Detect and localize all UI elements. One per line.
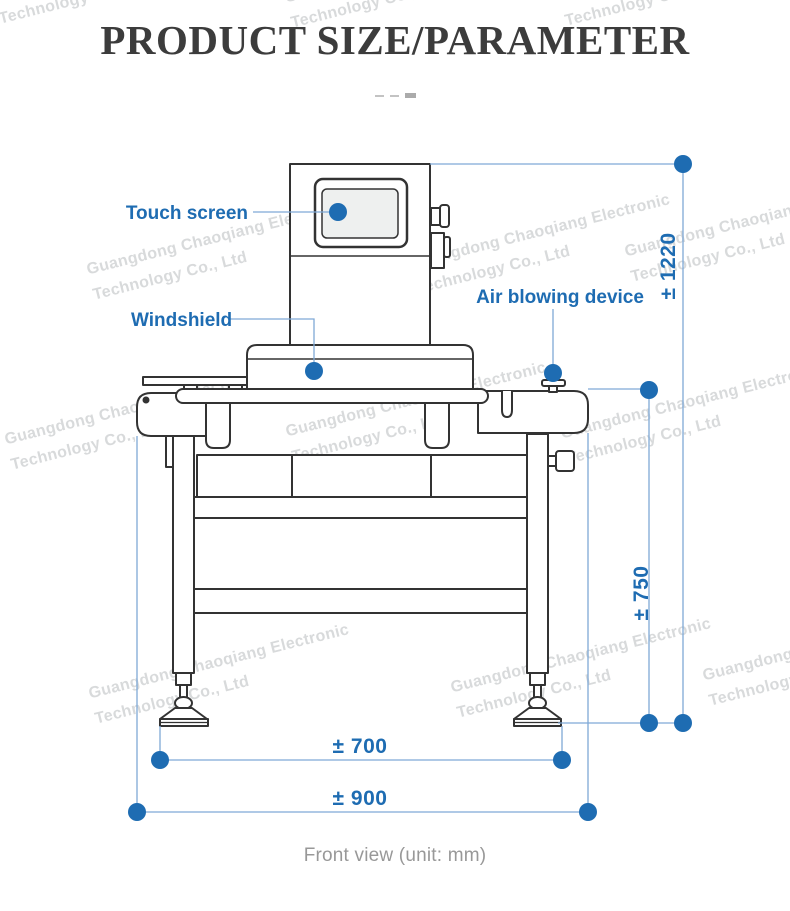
conveyor-belt-bar (175, 388, 489, 404)
frame-panel-row (196, 454, 528, 498)
conveyor-bracket (424, 401, 450, 449)
dimension-lines (136, 163, 684, 813)
cross-rail-upper (193, 496, 528, 519)
page-title: PRODUCT SIZE/PARAMETER (100, 17, 690, 63)
control-head (289, 163, 451, 346)
sensor-slot (501, 391, 513, 418)
side-knob (555, 450, 575, 472)
left-adjustable-foot (159, 672, 209, 727)
leader-windshield (228, 318, 315, 366)
dim-foot-span: ± 700 (333, 735, 388, 758)
dot-air-blowing (544, 364, 562, 382)
dot-dim (674, 155, 692, 173)
conveyor-bracket (205, 401, 231, 449)
touch-screen-label: Touch screen (126, 203, 248, 224)
dot-touch-screen (329, 203, 347, 221)
side-knob-stem (547, 455, 557, 467)
table-right-cap (477, 379, 589, 434)
dim-table-height: ± 750 (630, 566, 653, 621)
dim-total-height: ± 1220 (657, 232, 680, 299)
air-blowing-label: Air blowing device (476, 287, 644, 308)
support-frame (165, 433, 575, 674)
dot-dim (553, 751, 571, 769)
dot-dim (640, 381, 658, 399)
dot-dim (674, 714, 692, 732)
dot-dim (579, 803, 597, 821)
view-caption: Front view (unit: mm) (303, 845, 487, 866)
right-adjustable-foot (513, 672, 562, 727)
dot-dim (128, 803, 146, 821)
head-knob-large (430, 232, 451, 269)
callout-dots (128, 155, 692, 821)
right-leg (526, 433, 549, 674)
dim-total-width: ± 900 (333, 787, 388, 810)
divider-dashes (0, 87, 790, 99)
dot-dim (640, 714, 658, 732)
dot-dim (151, 751, 169, 769)
dot-windshield (305, 362, 323, 380)
screw-dot (142, 396, 150, 404)
left-leg (172, 433, 195, 674)
cross-rail-lower (193, 588, 528, 614)
touch-screen (321, 188, 399, 239)
head-knob-small (430, 204, 450, 228)
machine-drawing (136, 163, 589, 727)
leg-mount-strip (165, 435, 174, 468)
windshield-label: Windshield (131, 310, 232, 331)
windshield-cover (246, 344, 474, 390)
